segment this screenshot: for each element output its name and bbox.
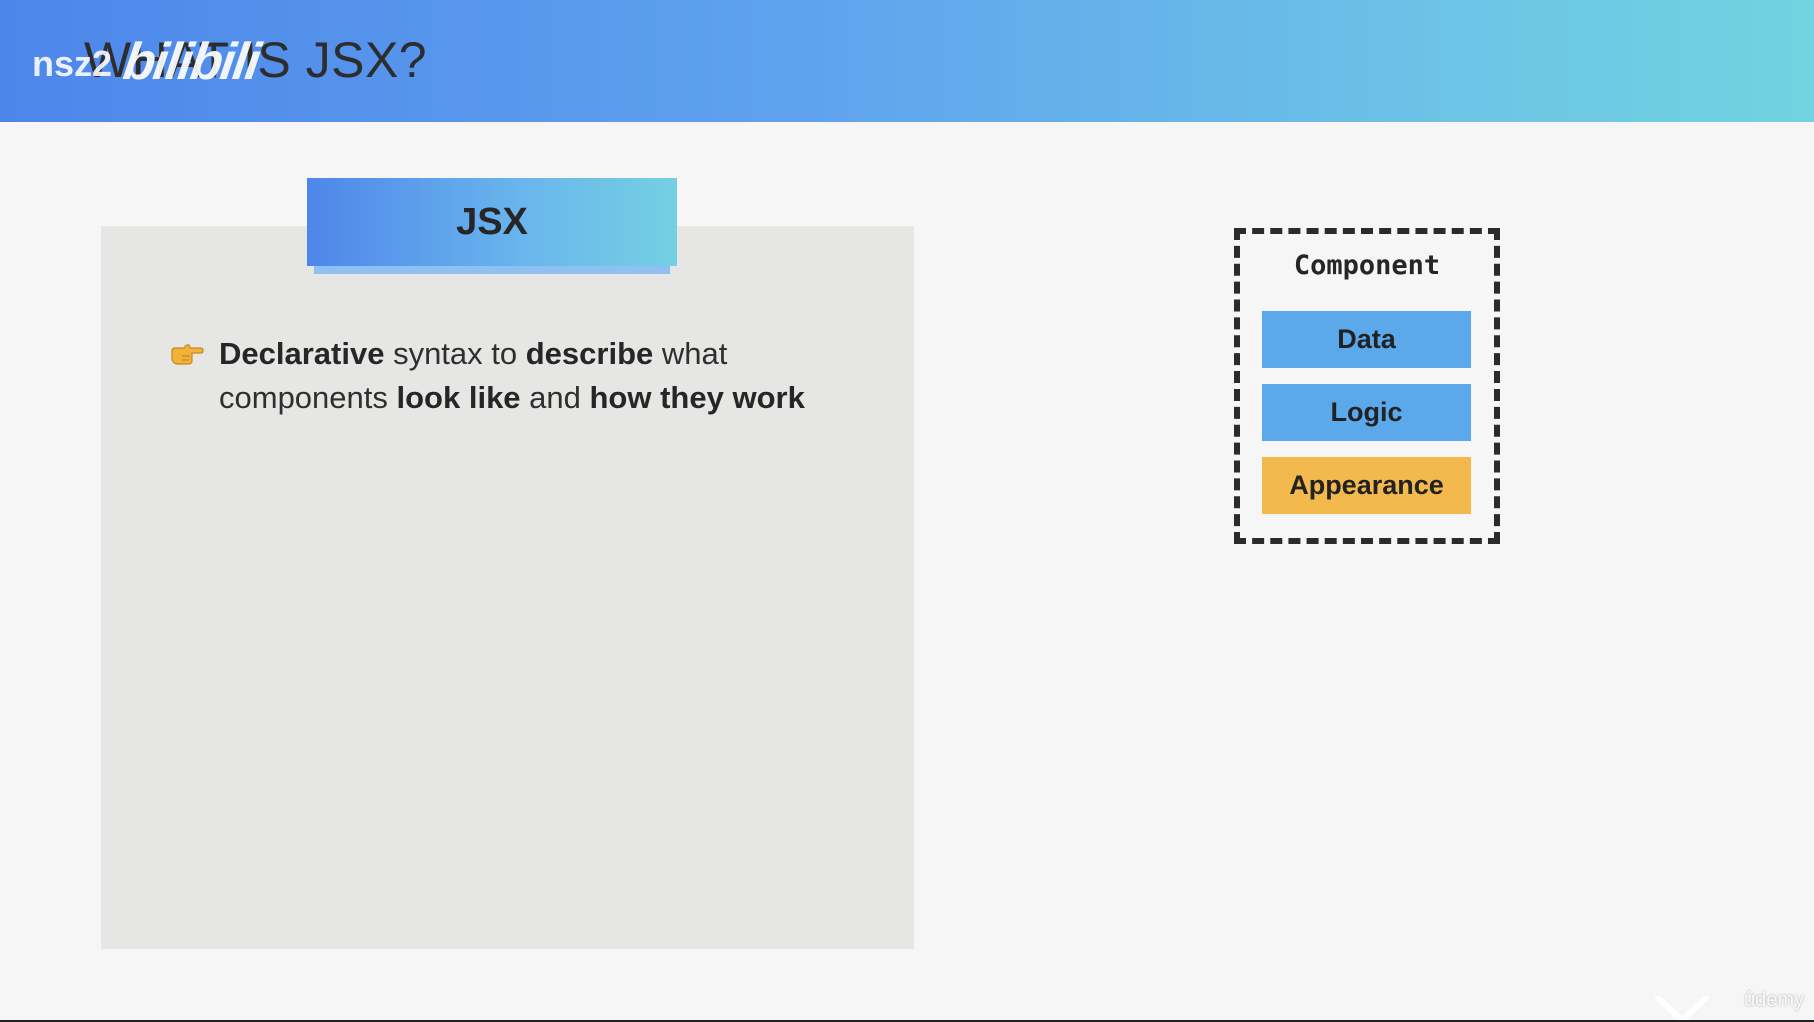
corner-x-icon xyxy=(1655,996,1709,1022)
jsx-tab: JSX xyxy=(307,178,677,266)
bullet-part-2: describe xyxy=(525,336,654,371)
bullet-part-6: how they work xyxy=(589,380,805,415)
component-dashed-box xyxy=(1234,228,1500,544)
bullet-text: Declarative syntax to describe what comp… xyxy=(219,332,899,420)
component-title: Component xyxy=(1293,250,1441,281)
bullet-part-3: what components xyxy=(219,336,728,415)
component-item-data: Data xyxy=(1262,311,1471,368)
channel-watermark: nsz2 xyxy=(32,43,113,84)
jsx-tab-label: JSX xyxy=(456,200,528,243)
component-item-appearance: Appearance xyxy=(1262,457,1471,514)
slide-title: WHAT IS JSX? xyxy=(84,32,428,88)
bilibili-logo-watermark: bilibili xyxy=(119,33,263,91)
bottom-edge xyxy=(0,1020,1814,1022)
udemy-watermark: ûdemy xyxy=(1743,989,1804,1011)
bullet-part-0: Declarative xyxy=(219,336,385,371)
component-item-logic: Logic xyxy=(1262,384,1471,441)
pointing-hand-icon xyxy=(171,344,204,365)
bullet-part-5: and xyxy=(520,380,590,415)
bullet-part-4: look like xyxy=(396,380,521,415)
header-banner: WHAT IS JSX? nsz2 bilibili xyxy=(0,0,1814,122)
jsx-card-panel xyxy=(101,226,914,949)
bullet-part-1: syntax to xyxy=(384,336,526,371)
